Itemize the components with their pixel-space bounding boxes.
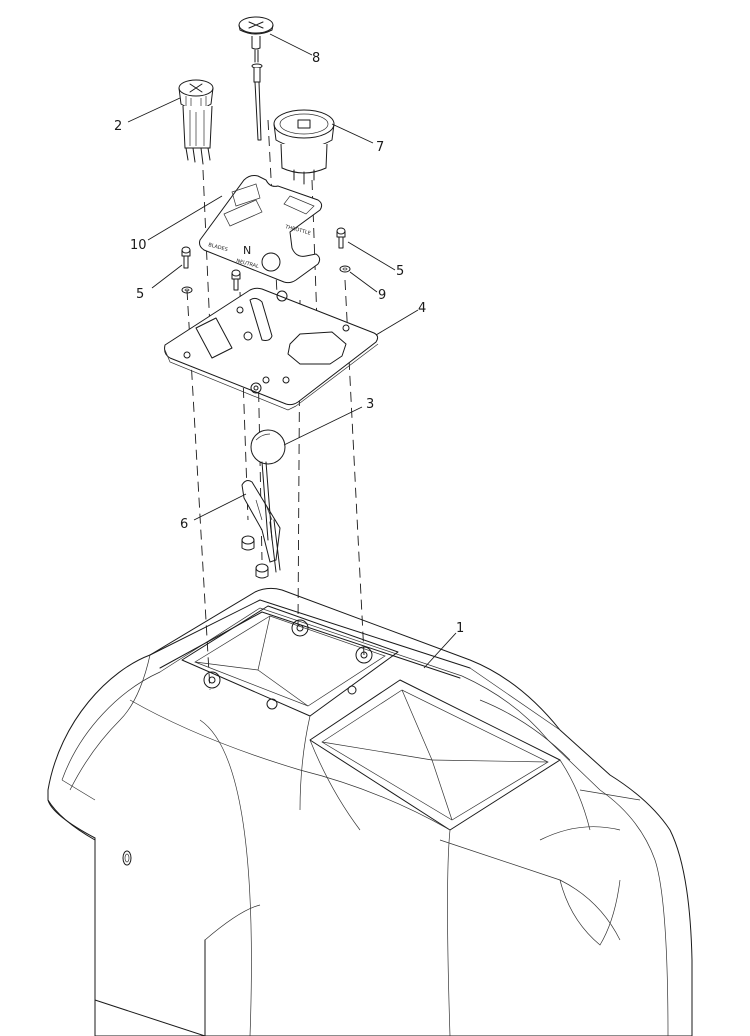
part-9-washer-right [339, 265, 351, 273]
callout-9: 9 [378, 288, 386, 303]
callout-10: 10 [130, 238, 147, 253]
callout-8: 8 [312, 51, 320, 66]
callout-5-right: 5 [396, 264, 404, 279]
decal-label-neutral: NEUTRAL [235, 258, 259, 270]
callout-labels: 1 2 3 4 5 5 6 7 8 9 10 [114, 51, 464, 636]
callout-5-left: 5 [136, 287, 144, 302]
callout-3: 3 [366, 397, 374, 412]
part-7-ignition-switch [273, 109, 335, 185]
callout-2: 2 [114, 119, 122, 134]
part-8-throttle-knob [238, 16, 274, 141]
part-6-throttle-lever [241, 461, 281, 579]
part-5-screw-left [181, 246, 191, 269]
callout-1: 1 [456, 621, 464, 636]
part-2-pto-switch [178, 79, 214, 165]
part-3-ball-knob [250, 429, 286, 465]
callout-4: 4 [418, 301, 426, 316]
part-9-washer-left [181, 286, 193, 294]
part-5-screw-right [336, 227, 346, 249]
part-1-console-housing [47, 587, 693, 1036]
part-10-decal: BLADES THROTTLE N NEUTRAL [199, 175, 323, 284]
callout-leaders [127, 33, 457, 669]
decal-label-neutral-n: N [243, 244, 251, 257]
callout-7: 7 [376, 140, 384, 155]
callout-6: 6 [180, 517, 188, 532]
part-5-screw-mid [231, 269, 241, 291]
part-4-mounting-plate [164, 287, 379, 411]
decal-label-blades: BLADES [207, 242, 228, 253]
